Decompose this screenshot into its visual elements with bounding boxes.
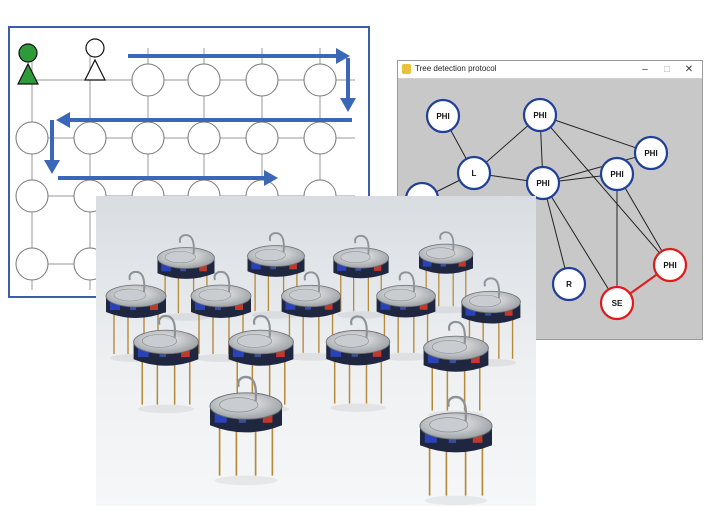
grid-cell (131, 121, 165, 155)
grid-cell (187, 121, 221, 155)
minimize-button[interactable]: – (642, 64, 648, 75)
graph-edge (542, 182, 618, 304)
graph-node-label: PHI (610, 170, 623, 179)
robot (133, 314, 199, 414)
maximize-button[interactable]: □ (663, 64, 671, 75)
graph-node-phi: PHI (652, 247, 688, 283)
green-agent-icon (17, 43, 39, 85)
robot (418, 231, 474, 314)
graph-node-label: SE (612, 299, 623, 308)
graph-edge (539, 114, 652, 154)
robot (105, 270, 167, 362)
robot-swarm-photo (96, 196, 536, 506)
graph-node-phi: PHI (599, 156, 635, 192)
window-titlebar[interactable]: Tree detection protocol – □ ✕ (398, 61, 702, 79)
white-agent-icon (84, 38, 106, 81)
graph-edge (539, 114, 671, 266)
graph-node-label: PHI (533, 111, 546, 120)
graph-node-se: SE (599, 285, 635, 321)
robot (461, 277, 521, 367)
graph-node-label: PHI (663, 261, 676, 270)
robot-photo-image (96, 196, 536, 506)
close-button[interactable]: ✕ (684, 64, 694, 75)
graph-node-label: PHI (436, 112, 449, 121)
grid-cell (245, 63, 279, 97)
graph-node-l: L (456, 155, 492, 191)
graph-node-r: R (551, 266, 587, 302)
grid-cell (303, 63, 337, 97)
grid-cell (131, 63, 165, 97)
grid-cell (15, 121, 49, 155)
graph-edge (542, 182, 570, 285)
app-icon (402, 64, 411, 74)
graph-node-phi: PHI (522, 97, 558, 133)
graph-node-phi: PHI (425, 98, 461, 134)
grid-cell (73, 121, 107, 155)
graph-node-label: R (566, 280, 572, 289)
robot (209, 375, 283, 486)
robot (228, 314, 294, 414)
robot (419, 395, 493, 506)
graph-edge (616, 173, 671, 266)
graph-node-phi: PHI (525, 165, 561, 201)
robot (281, 271, 341, 361)
robot (333, 234, 389, 319)
graph-edge (542, 152, 652, 184)
robot (376, 271, 436, 361)
graph-node-label: PHI (536, 179, 549, 188)
grid-cell (15, 247, 49, 281)
graph-node-label: PHI (644, 149, 657, 158)
grid-cell (187, 63, 221, 97)
grid-cell (303, 121, 337, 155)
graph-node-label: L (472, 169, 477, 178)
robot (325, 315, 391, 412)
window-title: Tree detection protocol (415, 64, 497, 73)
grid-cell (15, 179, 49, 213)
path-arrows (44, 48, 356, 186)
robot (423, 320, 489, 420)
graph-node-phi: PHI (633, 135, 669, 171)
grid-cell (245, 121, 279, 155)
